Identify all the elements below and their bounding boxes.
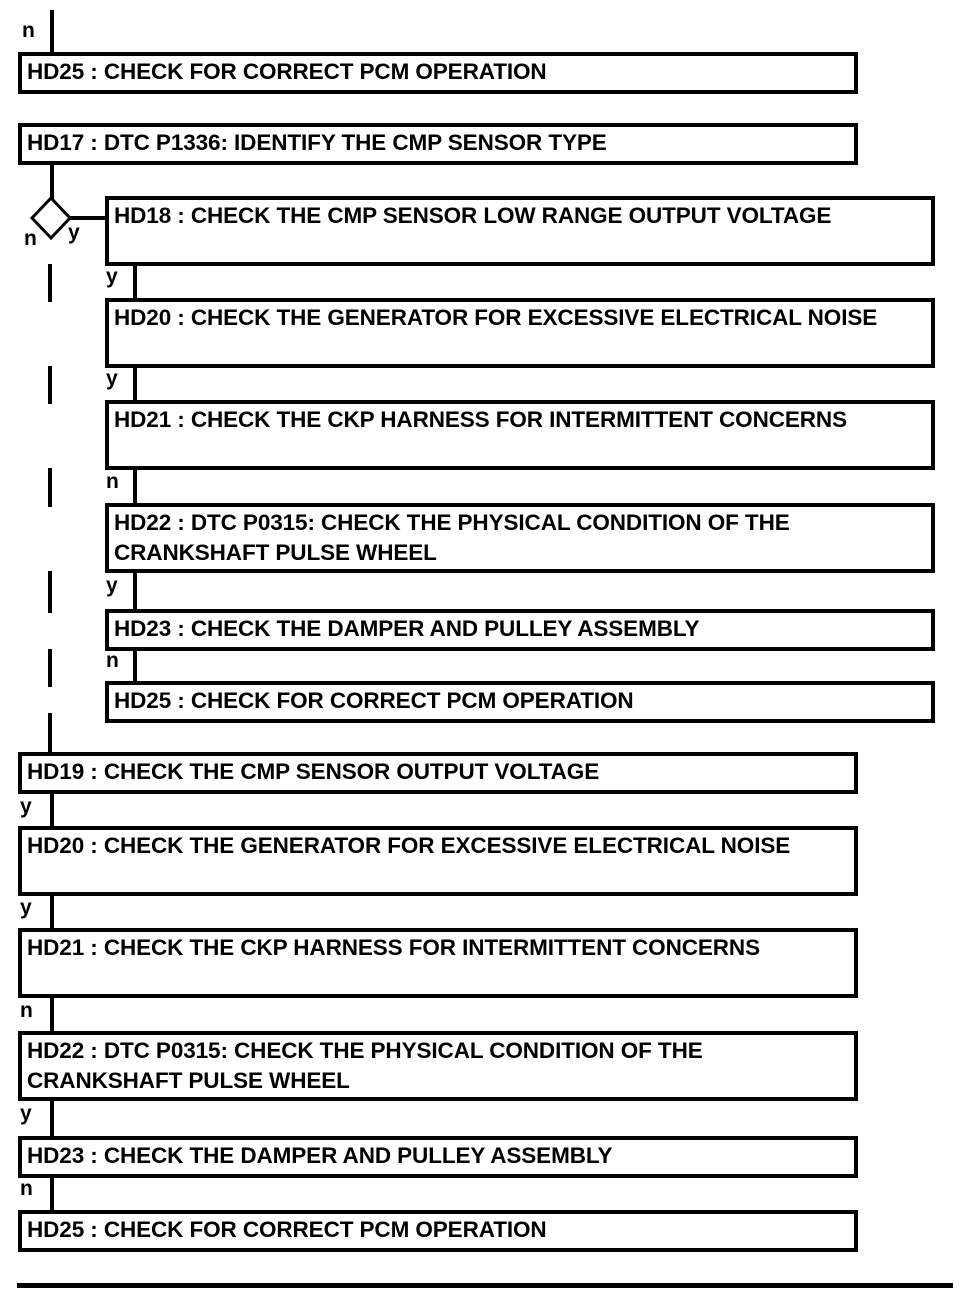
connector-hd21a-to-hd22a bbox=[133, 468, 137, 505]
node-hd25-branch-a[interactable]: HD25 : CHECK FOR CORRECT PCM OPERATION bbox=[105, 681, 935, 723]
spine-segment-2 bbox=[48, 366, 52, 404]
branch-label-n-hd23a: n bbox=[106, 649, 119, 672]
branch-label-n-top: n bbox=[22, 19, 35, 42]
node-hd20-branch-a[interactable]: HD20 : CHECK THE GENERATOR FOR EXCESSIVE… bbox=[105, 298, 935, 368]
node-hd25-main[interactable]: HD25 : CHECK FOR CORRECT PCM OPERATION bbox=[18, 1210, 858, 1252]
branch-label-y-hd20a: y bbox=[106, 367, 118, 390]
spine-segment-5 bbox=[48, 649, 52, 687]
spine-segment-3 bbox=[48, 468, 52, 507]
node-hd25-top[interactable]: HD25 : CHECK FOR CORRECT PCM OPERATION bbox=[18, 52, 858, 94]
node-hd20-main[interactable]: HD20 : CHECK THE GENERATOR FOR EXCESSIVE… bbox=[18, 826, 858, 896]
node-hd22-branch-a[interactable]: HD22 : DTC P0315: CHECK THE PHYSICAL CON… bbox=[105, 503, 935, 573]
spine-segment-6 bbox=[48, 713, 52, 755]
page-footer-rule bbox=[17, 1283, 953, 1288]
node-hd18[interactable]: HD18 : CHECK THE CMP SENSOR LOW RANGE OU… bbox=[105, 196, 935, 266]
node-hd17[interactable]: HD17 : DTC P1336: IDENTIFY THE CMP SENSO… bbox=[18, 123, 858, 165]
node-hd21-branch-a[interactable]: HD21 : CHECK THE CKP HARNESS FOR INTERMI… bbox=[105, 400, 935, 470]
branch-label-y-hd18: y bbox=[106, 265, 118, 288]
connector-hd20a-to-hd21a bbox=[133, 366, 137, 402]
connector-hd22a-to-hd23a bbox=[133, 571, 137, 611]
branch-label-n-hd23b: n bbox=[20, 1177, 33, 1200]
branch-label-y-hd19: y bbox=[20, 795, 32, 818]
branch-label-y-decision: y bbox=[68, 221, 80, 244]
connector-hd20b-to-hd21b bbox=[50, 894, 54, 930]
node-hd23-branch-a[interactable]: HD23 : CHECK THE DAMPER AND PULLEY ASSEM… bbox=[105, 609, 935, 651]
connector-hd18-to-hd20 bbox=[133, 264, 137, 300]
branch-label-n-hd21b: n bbox=[20, 999, 33, 1022]
spine-segment-4 bbox=[48, 571, 52, 613]
connector-hd21b-to-hd22b bbox=[50, 996, 54, 1033]
node-hd21-main[interactable]: HD21 : CHECK THE CKP HARNESS FOR INTERMI… bbox=[18, 928, 858, 998]
connector-n-to-top-hd25 bbox=[50, 10, 54, 54]
spine-segment-1 bbox=[48, 264, 52, 302]
connector-hd17-to-decision bbox=[50, 163, 54, 199]
connector-hd23a-to-hd25a bbox=[133, 649, 137, 683]
connector-hd23b-to-hd25b bbox=[50, 1176, 54, 1212]
branch-label-n-hd21a: n bbox=[106, 470, 119, 493]
node-hd19[interactable]: HD19 : CHECK THE CMP SENSOR OUTPUT VOLTA… bbox=[18, 752, 858, 794]
node-hd22-main[interactable]: HD22 : DTC P0315: CHECK THE PHYSICAL CON… bbox=[18, 1031, 858, 1101]
decision-diamond-icon[interactable] bbox=[29, 195, 73, 241]
branch-label-y-hd22a: y bbox=[106, 574, 118, 597]
branch-label-y-hd22b: y bbox=[20, 1102, 32, 1125]
connector-hd19-to-hd20b bbox=[50, 792, 54, 828]
connector-hd22b-to-hd23b bbox=[50, 1099, 54, 1138]
branch-label-y-hd20b: y bbox=[20, 896, 32, 919]
node-hd23-main[interactable]: HD23 : CHECK THE DAMPER AND PULLEY ASSEM… bbox=[18, 1136, 858, 1178]
connector-decision-yes-to-hd18 bbox=[68, 216, 108, 220]
branch-label-n-decision: n bbox=[24, 227, 37, 250]
